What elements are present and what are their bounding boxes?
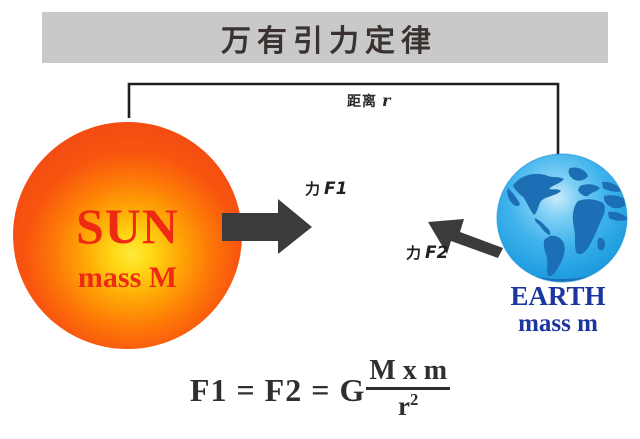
sun-name-label: SUN: [75, 197, 180, 254]
distance-label: 距离 r: [347, 91, 391, 111]
earth-globe-icon: [496, 153, 628, 283]
sun-mass-label: mass M: [77, 260, 178, 294]
page-title: 万有引力定律: [221, 23, 437, 59]
formula-denominator-exponent: 2: [410, 390, 419, 410]
formula-fraction-bar: [366, 387, 451, 391]
earth-label-group: EARTH mass m: [476, 281, 640, 337]
gravitation-formula: F1 = F2 = G M x m r2: [0, 355, 640, 423]
earth-mass-label: mass m: [518, 309, 598, 337]
formula-fraction: M x m r2: [366, 355, 451, 423]
formula-denominator-base: r: [398, 391, 411, 422]
formula-constant: G: [339, 372, 365, 409]
earth-name-label: EARTH: [510, 281, 606, 311]
title-banner: 万有引力定律: [42, 12, 608, 63]
sun-body: SUN mass M: [13, 122, 242, 349]
f1-label-cn: 力: [305, 180, 321, 198]
earth-body: [494, 152, 630, 286]
formula-left-side: F1 = F2 =: [189, 372, 331, 409]
formula-denominator: r2: [398, 390, 418, 423]
f2-label-cn: 力: [406, 244, 422, 262]
f1-symbol: F1: [324, 179, 348, 199]
distance-label-cn: 距离: [347, 94, 377, 110]
formula-numerator: M x m: [369, 355, 448, 386]
distance-symbol: r: [382, 91, 392, 110]
f2-symbol: F2: [425, 243, 449, 263]
